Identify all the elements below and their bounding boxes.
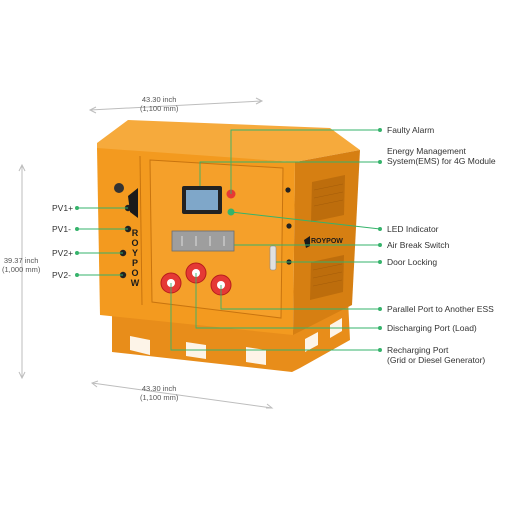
air-break-switch[interactable] [171, 230, 235, 252]
cabinet-top [97, 120, 360, 162]
label-recharging-line2: (Grid or Diesel Generator) [387, 355, 486, 365]
brand-logo-mark [128, 188, 138, 218]
label-recharging-line1: Recharging Port [387, 345, 449, 355]
label-pv1-minus: PV1- [52, 224, 71, 234]
callout-leaders [77, 129, 381, 351]
pv-top-knob [114, 183, 124, 193]
label-door-locking: Door Locking [387, 257, 438, 267]
left-dimension-label: 39.37 inch (1,000 mm) [2, 256, 40, 274]
label-ems-line1: Energy Management [387, 146, 466, 156]
label-parallel-port: Parallel Port to Another ESS [387, 304, 494, 314]
bottom-dimension-value: 43.30 inch [141, 384, 177, 393]
label-air-break-switch: Air Break Switch [387, 240, 450, 250]
bottom-dimension-label: 43.30 inch (1,100 mm) [140, 384, 178, 402]
label-led-indicator: LED Indicator [387, 224, 439, 234]
brand-text-side: ROYPOW [311, 238, 343, 245]
top-dimension-value: 43.30 inch [141, 95, 177, 104]
label-ems-line2: System(EMS) for 4G Module [387, 156, 496, 166]
side-vents [310, 175, 345, 300]
dimension-lines [18, 97, 274, 409]
label-discharging-port: Discharging Port (Load) [387, 323, 477, 333]
left-dimension-metric: (1,000 mm) [2, 265, 41, 274]
brand-letter: O [131, 238, 139, 248]
label-pv2-minus: PV2- [52, 270, 71, 280]
brand-letter: Y [131, 248, 138, 258]
top-dimension-label: 43.30 inch (1,100 mm) [140, 95, 178, 113]
brand-letter: R [131, 228, 139, 238]
door-lock-handle[interactable] [269, 245, 277, 271]
top-dimension-metric: (1,100 mm) [140, 104, 179, 113]
brand-letter: W [130, 278, 140, 288]
bottom-dimension-metric: (1,100 mm) [140, 393, 179, 402]
brand-letter: O [131, 268, 139, 278]
brand-letter: P [131, 258, 138, 268]
label-pv2-plus: PV2+ [52, 248, 74, 258]
label-pv1-plus: PV1+ [52, 203, 74, 213]
label-faulty-alarm: Faulty Alarm [387, 125, 435, 135]
left-dimension-value: 39.37 inch [3, 256, 39, 265]
